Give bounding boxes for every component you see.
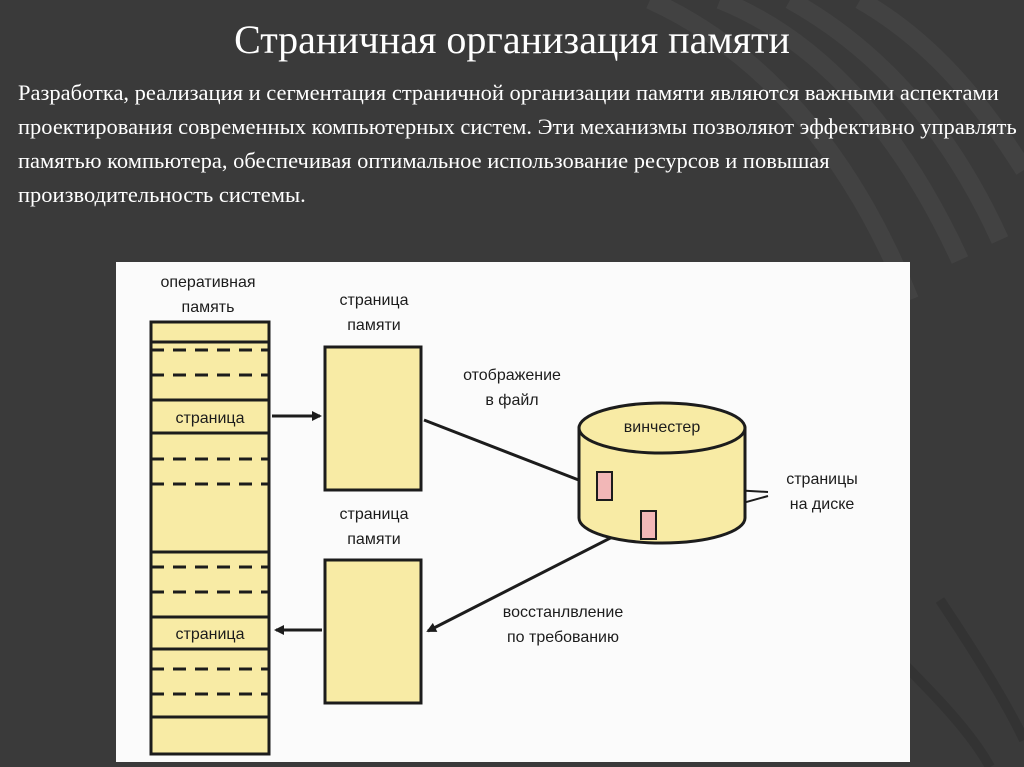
disk-label: винчестер — [624, 419, 701, 436]
ram-page-label-top: страница — [176, 410, 245, 427]
memory-page-1 — [323, 345, 423, 492]
svg-text:на диске: на диске — [790, 496, 855, 513]
memory-page-2 — [323, 558, 423, 705]
ram-label: оперативная память — [160, 274, 255, 316]
ram-label-line-2: память — [182, 299, 235, 316]
svg-text:страницы: страницы — [786, 471, 858, 488]
map-to-file-label: отображение в файл — [463, 367, 561, 409]
svg-text:памяти: памяти — [347, 317, 401, 334]
memory-page-2-label: страница памяти — [340, 506, 409, 548]
arrow-page-to-disk — [423, 418, 591, 486]
disk-page-2 — [640, 510, 657, 540]
svg-text:отображение: отображение — [463, 367, 561, 384]
ram-column — [149, 320, 271, 756]
svg-text:по требованию: по требованию — [507, 629, 619, 646]
svg-text:в файл: в файл — [485, 392, 538, 409]
ram-label-line-1: оперативная — [160, 274, 255, 291]
restore-on-demand-label: восстанлвление по требованию — [503, 604, 624, 646]
disk-page-1 — [596, 471, 613, 501]
svg-text:памяти: памяти — [347, 531, 401, 548]
svg-text:восстанлвление: восстанлвление — [503, 604, 624, 621]
svg-text:страница: страница — [340, 292, 409, 309]
hard-disk-icon — [577, 401, 747, 545]
ram-dividers — [151, 340, 269, 719]
svg-text:страница: страница — [340, 506, 409, 523]
paging-diagram: оперативная память страница страница стр… — [116, 262, 910, 762]
memory-page-1-label: страница памяти — [340, 292, 409, 334]
arrow-disk-to-page — [426, 523, 637, 633]
ram-page-label-bottom: страница — [176, 626, 245, 643]
slide-body-text: Разработка, реализация и сегментация стр… — [18, 80, 1017, 207]
slide-title: Страничная организация памяти — [234, 17, 790, 62]
disk-pages-label: страницы на диске — [786, 471, 858, 513]
